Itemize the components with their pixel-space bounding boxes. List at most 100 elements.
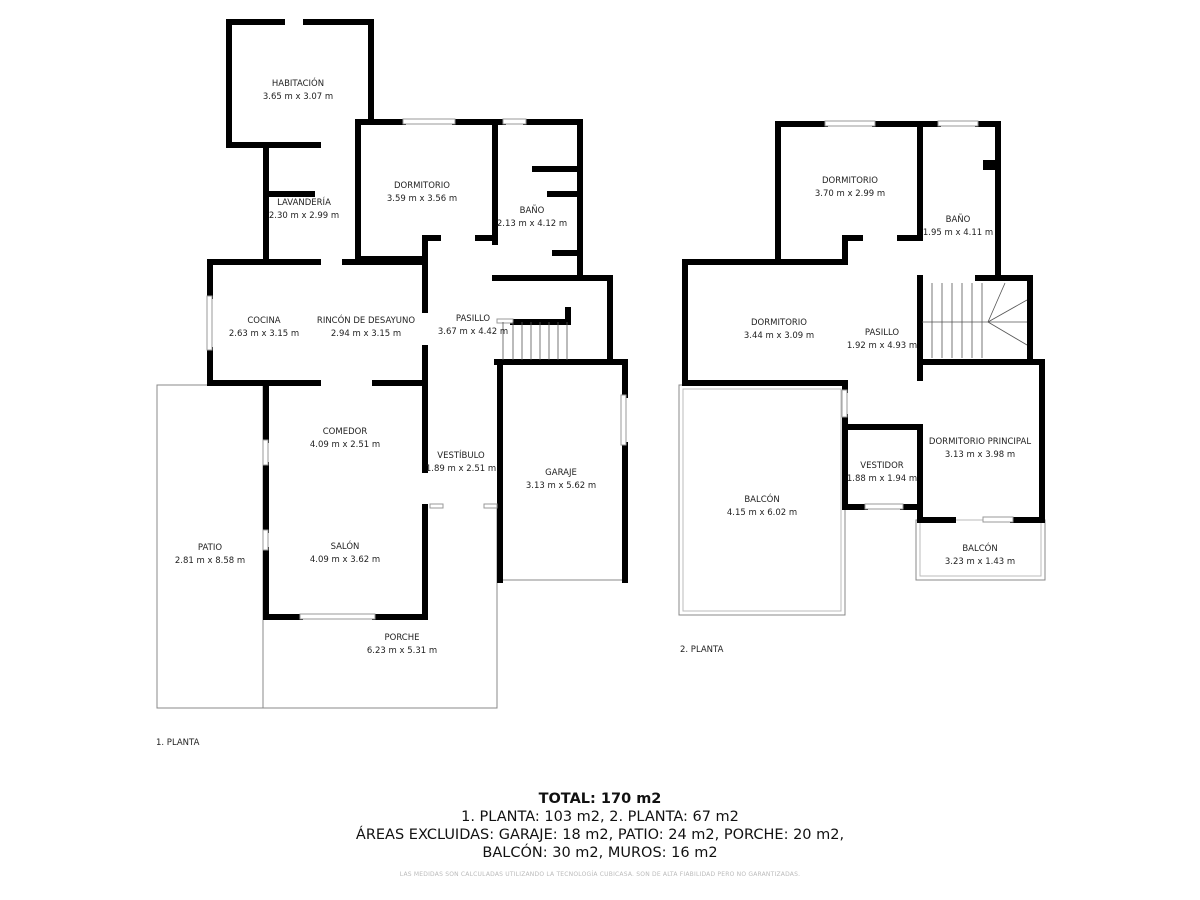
wall — [422, 235, 441, 313]
room-name: DORMITORIO PRINCIPAL — [928, 437, 1032, 447]
window — [206, 295, 213, 351]
room-size: 2.94 m x 3.15 m — [330, 329, 402, 339]
room-name: COMEDOR — [322, 427, 368, 437]
room-bano: BAÑO 2.13 m x 4.12 m — [497, 205, 567, 231]
wall — [775, 121, 828, 265]
room-name: RINCÓN DE DESAYUNO — [316, 316, 416, 326]
floor1-windows — [206, 118, 627, 620]
wall — [510, 307, 571, 325]
room-porche: PORCHE 6.23 m x 5.31 m — [367, 632, 437, 658]
room-name: PATIO — [197, 543, 223, 553]
wall — [975, 121, 1033, 363]
disclaimer: LAS MEDIDAS SON CALCULADAS UTILIZANDO LA… — [399, 871, 801, 878]
room-size: 3.13 m x 5.62 m — [525, 481, 597, 491]
summary-line-3: BALCÓN: 30 m2, MUROS: 16 m2 — [482, 845, 718, 861]
area-summary: TOTAL: 170 m2 1. PLANTA: 103 m2, 2. PLAN… — [0, 790, 1200, 862]
wall — [372, 504, 428, 620]
room-name: BALCÓN — [744, 495, 780, 505]
room-name: BAÑO — [519, 206, 545, 216]
room-dormitorio-principal: DORMITORIO PRINCIPAL 3.13 m x 3.98 m — [929, 436, 1031, 462]
room-size: 3.65 m x 3.07 m — [262, 92, 334, 102]
room-name: GARAJE — [545, 468, 577, 478]
room-cocina: COCINA 2.63 m x 3.15 m — [229, 315, 299, 341]
floor1-walls — [207, 19, 628, 620]
floor2-stairs — [922, 282, 1028, 358]
room-pasillo: PASILLO 3.67 m x 4.42 m — [438, 313, 508, 339]
wall — [263, 547, 303, 620]
room-name: LAVANDERÍA — [277, 198, 331, 208]
window — [841, 389, 848, 418]
room-bano-2: BAÑO 1.95 m x 4.11 m — [923, 214, 993, 240]
room-size: 4.15 m x 6.02 m — [726, 508, 798, 518]
room-name: DORMITORIO — [751, 318, 807, 328]
room-size: 1.88 m x 1.94 m — [846, 474, 918, 484]
window — [864, 503, 904, 510]
wall — [842, 424, 956, 523]
floor1-stairs — [502, 322, 568, 360]
room-name: BAÑO — [945, 215, 971, 225]
summary-line-2: ÁREAS EXCLUIDAS: GARAJE: 18 m2, PATIO: 2… — [355, 827, 845, 843]
wall — [682, 259, 848, 393]
room-size: 3.23 m x 1.43 m — [944, 557, 1016, 567]
room-lavanderia: LAVANDERÍA 2.30 m x 2.99 m — [269, 197, 339, 223]
room-name: PORCHE — [384, 633, 420, 643]
room-name: VESTÍBULO — [437, 451, 485, 461]
room-name: VESTIDOR — [860, 461, 904, 471]
room-size: 2.63 m x 3.15 m — [228, 329, 300, 339]
room-size: 1.95 m x 4.11 m — [922, 228, 994, 238]
room-garaje: GARAJE 3.13 m x 5.62 m — [526, 467, 596, 493]
room-vestidor: VESTIDOR 1.88 m x 1.94 m — [847, 460, 917, 486]
room-patio: PATIO 2.81 m x 8.58 m — [175, 542, 245, 568]
room-name: BALCÓN — [962, 544, 998, 554]
wall — [355, 119, 406, 262]
room-balcon-large: BALCÓN 4.15 m x 6.02 m — [727, 494, 797, 520]
room-size: 3.70 m x 2.99 m — [814, 189, 886, 199]
room-size: 3.67 m x 4.42 m — [437, 327, 509, 337]
floor2-windows — [824, 120, 1014, 523]
wall — [682, 235, 863, 265]
room-name: DORMITORIO — [394, 181, 450, 191]
window — [262, 439, 269, 466]
porche-outline — [262, 507, 498, 709]
room-balcon-small: BALCÓN 3.23 m x 1.43 m — [945, 543, 1015, 569]
room-size: 3.13 m x 3.98 m — [944, 450, 1016, 460]
room-size: 2.30 m x 2.99 m — [268, 211, 340, 221]
room-name: DORMITORIO — [822, 176, 878, 186]
window — [620, 394, 627, 446]
room-habitacion: HABITACIÓN 3.65 m x 3.07 m — [263, 78, 333, 104]
summary-line-1: 1. PLANTA: 103 m2, 2. PLANTA: 67 m2 — [461, 809, 739, 825]
wall — [917, 359, 1045, 523]
room-name: HABITACIÓN — [271, 79, 325, 89]
window — [502, 118, 527, 125]
total-area: TOTAL: 170 m2 — [538, 791, 662, 807]
room-size: 6.23 m x 5.31 m — [366, 646, 438, 656]
window — [483, 503, 498, 509]
floor2-walls — [682, 121, 1045, 523]
wall — [226, 19, 321, 148]
room-name: PASILLO — [455, 314, 491, 324]
window — [299, 613, 376, 620]
wall — [207, 259, 321, 299]
window — [402, 118, 456, 125]
room-rincon-desayuno: RINCÓN DE DESAYUNO 2.94 m x 3.15 m — [317, 315, 415, 341]
window — [824, 120, 876, 127]
room-size: 1.92 m x 4.93 m — [846, 341, 918, 351]
window — [496, 318, 514, 324]
window — [262, 529, 269, 551]
room-size: 2.13 m x 4.12 m — [496, 219, 568, 229]
wall — [207, 347, 321, 386]
room-dormitorio-2a: DORMITORIO 3.70 m x 2.99 m — [815, 175, 885, 201]
room-size: 4.09 m x 3.62 m — [309, 555, 381, 565]
room-name: COCINA — [247, 316, 281, 326]
floor-label-1: 1. PLANTA — [156, 738, 200, 748]
room-name: PASILLO — [864, 328, 900, 338]
window — [429, 503, 444, 509]
window — [937, 120, 979, 127]
room-size: 2.81 m x 8.58 m — [174, 556, 246, 566]
room-name: SALÓN — [330, 542, 360, 552]
